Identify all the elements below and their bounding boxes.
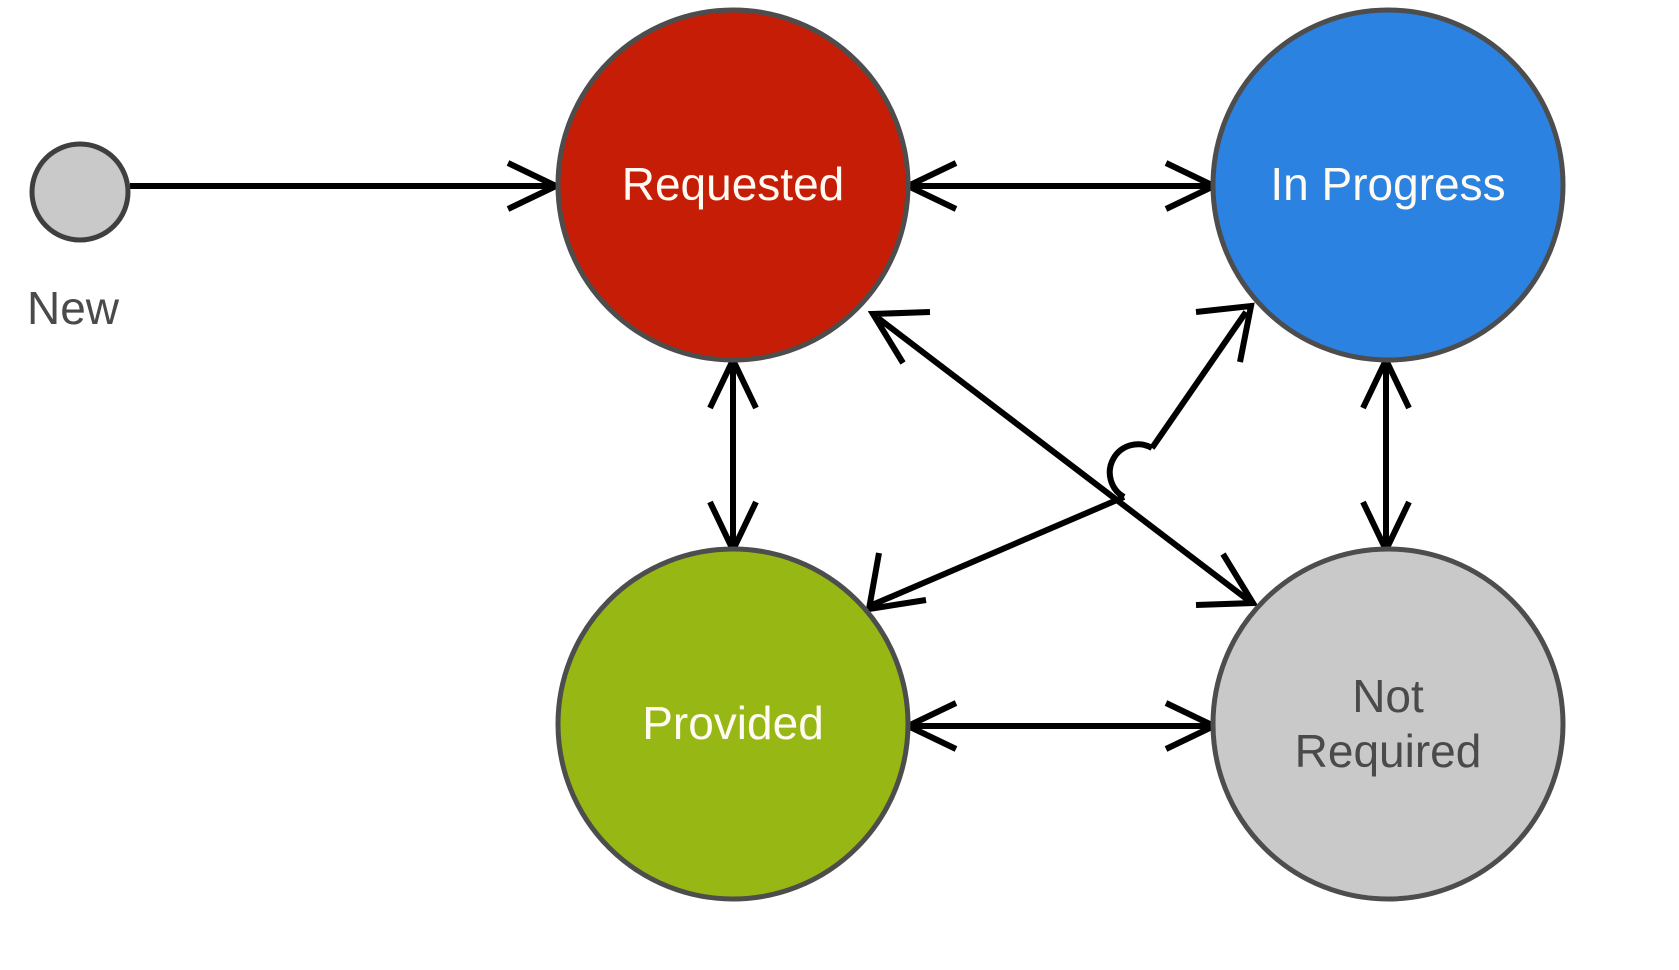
arrowhead-to-notrequired-d (1195, 552, 1259, 608)
line-hop-arc (1106, 441, 1154, 500)
node-in-progress-circle[interactable] (1210, 7, 1566, 363)
node-new[interactable]: New (27, 141, 131, 334)
edge-requested-not-required[interactable] (867, 309, 1259, 608)
node-in-progress[interactable]: In Progress (1210, 7, 1566, 363)
arrowhead-to-inprogress-d (1195, 302, 1255, 363)
node-not-required[interactable]: Not Required (1210, 546, 1566, 902)
edge-line-provided-inprogress-upper (1149, 310, 1249, 450)
node-new-label: New (27, 282, 120, 334)
node-not-required-circle[interactable] (1210, 546, 1566, 902)
node-requested-label: Requested (622, 158, 845, 210)
node-not-required-label-line2: Required (1295, 725, 1482, 777)
edge-in-progress-not-required[interactable] (1360, 353, 1412, 557)
node-provided-label: Provided (642, 697, 824, 749)
node-provided[interactable]: Provided (555, 546, 911, 902)
arrowhead-to-provided-d (865, 552, 927, 613)
edge-provided-in-progress[interactable] (865, 302, 1255, 613)
node-not-required-label-line1: Not (1352, 670, 1424, 722)
arrowhead-to-requested-d (867, 309, 931, 365)
edge-line-provided-inprogress-lower (870, 494, 1126, 608)
edge-requested-in-progress[interactable] (901, 160, 1221, 212)
edge-provided-not-required[interactable] (901, 700, 1221, 752)
edge-requested-provided[interactable] (707, 353, 759, 557)
node-in-progress-label: In Progress (1270, 158, 1505, 210)
edge-line-requested-notrequired (876, 315, 1250, 603)
node-requested-circle[interactable] (555, 7, 911, 363)
node-provided-circle[interactable] (555, 546, 911, 902)
edge-new-to-requested[interactable] (130, 160, 563, 212)
node-new-circle[interactable] (29, 141, 131, 243)
node-requested[interactable]: Requested (555, 7, 911, 363)
